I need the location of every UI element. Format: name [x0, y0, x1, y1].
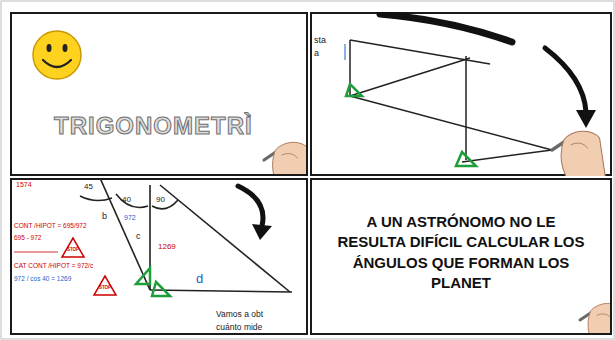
geometry-sketch: [14, 178, 292, 296]
panel-frame: [11, 179, 307, 334]
note-text: cuánto mide: [216, 323, 262, 332]
angle-label: 40: [122, 196, 131, 205]
title-panel: TRIGONOMETRÌ: [10, 12, 308, 176]
side-label: d: [196, 272, 203, 286]
formula-text: CAT CONT /HIPOT = 972/c: [14, 262, 93, 269]
note-text: Vamos a obt: [216, 310, 263, 319]
side-label: c: [136, 232, 141, 242]
formula-text: 972 / cos 40 = 1269: [14, 275, 71, 282]
formula-text: 695 - 972: [14, 234, 41, 241]
note-text: a: [314, 49, 319, 59]
caption-text: A UN ASTRÓNOMO NO LE RESULTA DIFÍCIL CAL…: [331, 212, 591, 293]
side-label: b: [102, 212, 107, 222]
drawing-hand: [552, 131, 606, 176]
drawing-hand: [264, 142, 308, 176]
drawing-hand: [580, 303, 612, 335]
value-label: 972: [124, 214, 136, 222]
formula-text: CONT /HIPOT = 695/972: [14, 222, 87, 229]
angle-label: 90: [156, 196, 165, 205]
note-text: sta: [314, 36, 326, 46]
stop-sign-text: STOP: [99, 286, 111, 291]
angle-label: 45: [84, 183, 93, 192]
geometry-sketch: [345, 14, 596, 166]
smiley-face: [33, 31, 81, 79]
title-text: TRIGONOMETRÌ: [54, 112, 253, 140]
value-label: 1269: [158, 243, 176, 252]
value-label: 1574: [16, 181, 32, 189]
caption-panel: A UN ASTRÓNOMO NO LE RESULTA DIFÍCIL CAL…: [310, 178, 612, 335]
stop-sign-text: STOP: [67, 248, 79, 253]
